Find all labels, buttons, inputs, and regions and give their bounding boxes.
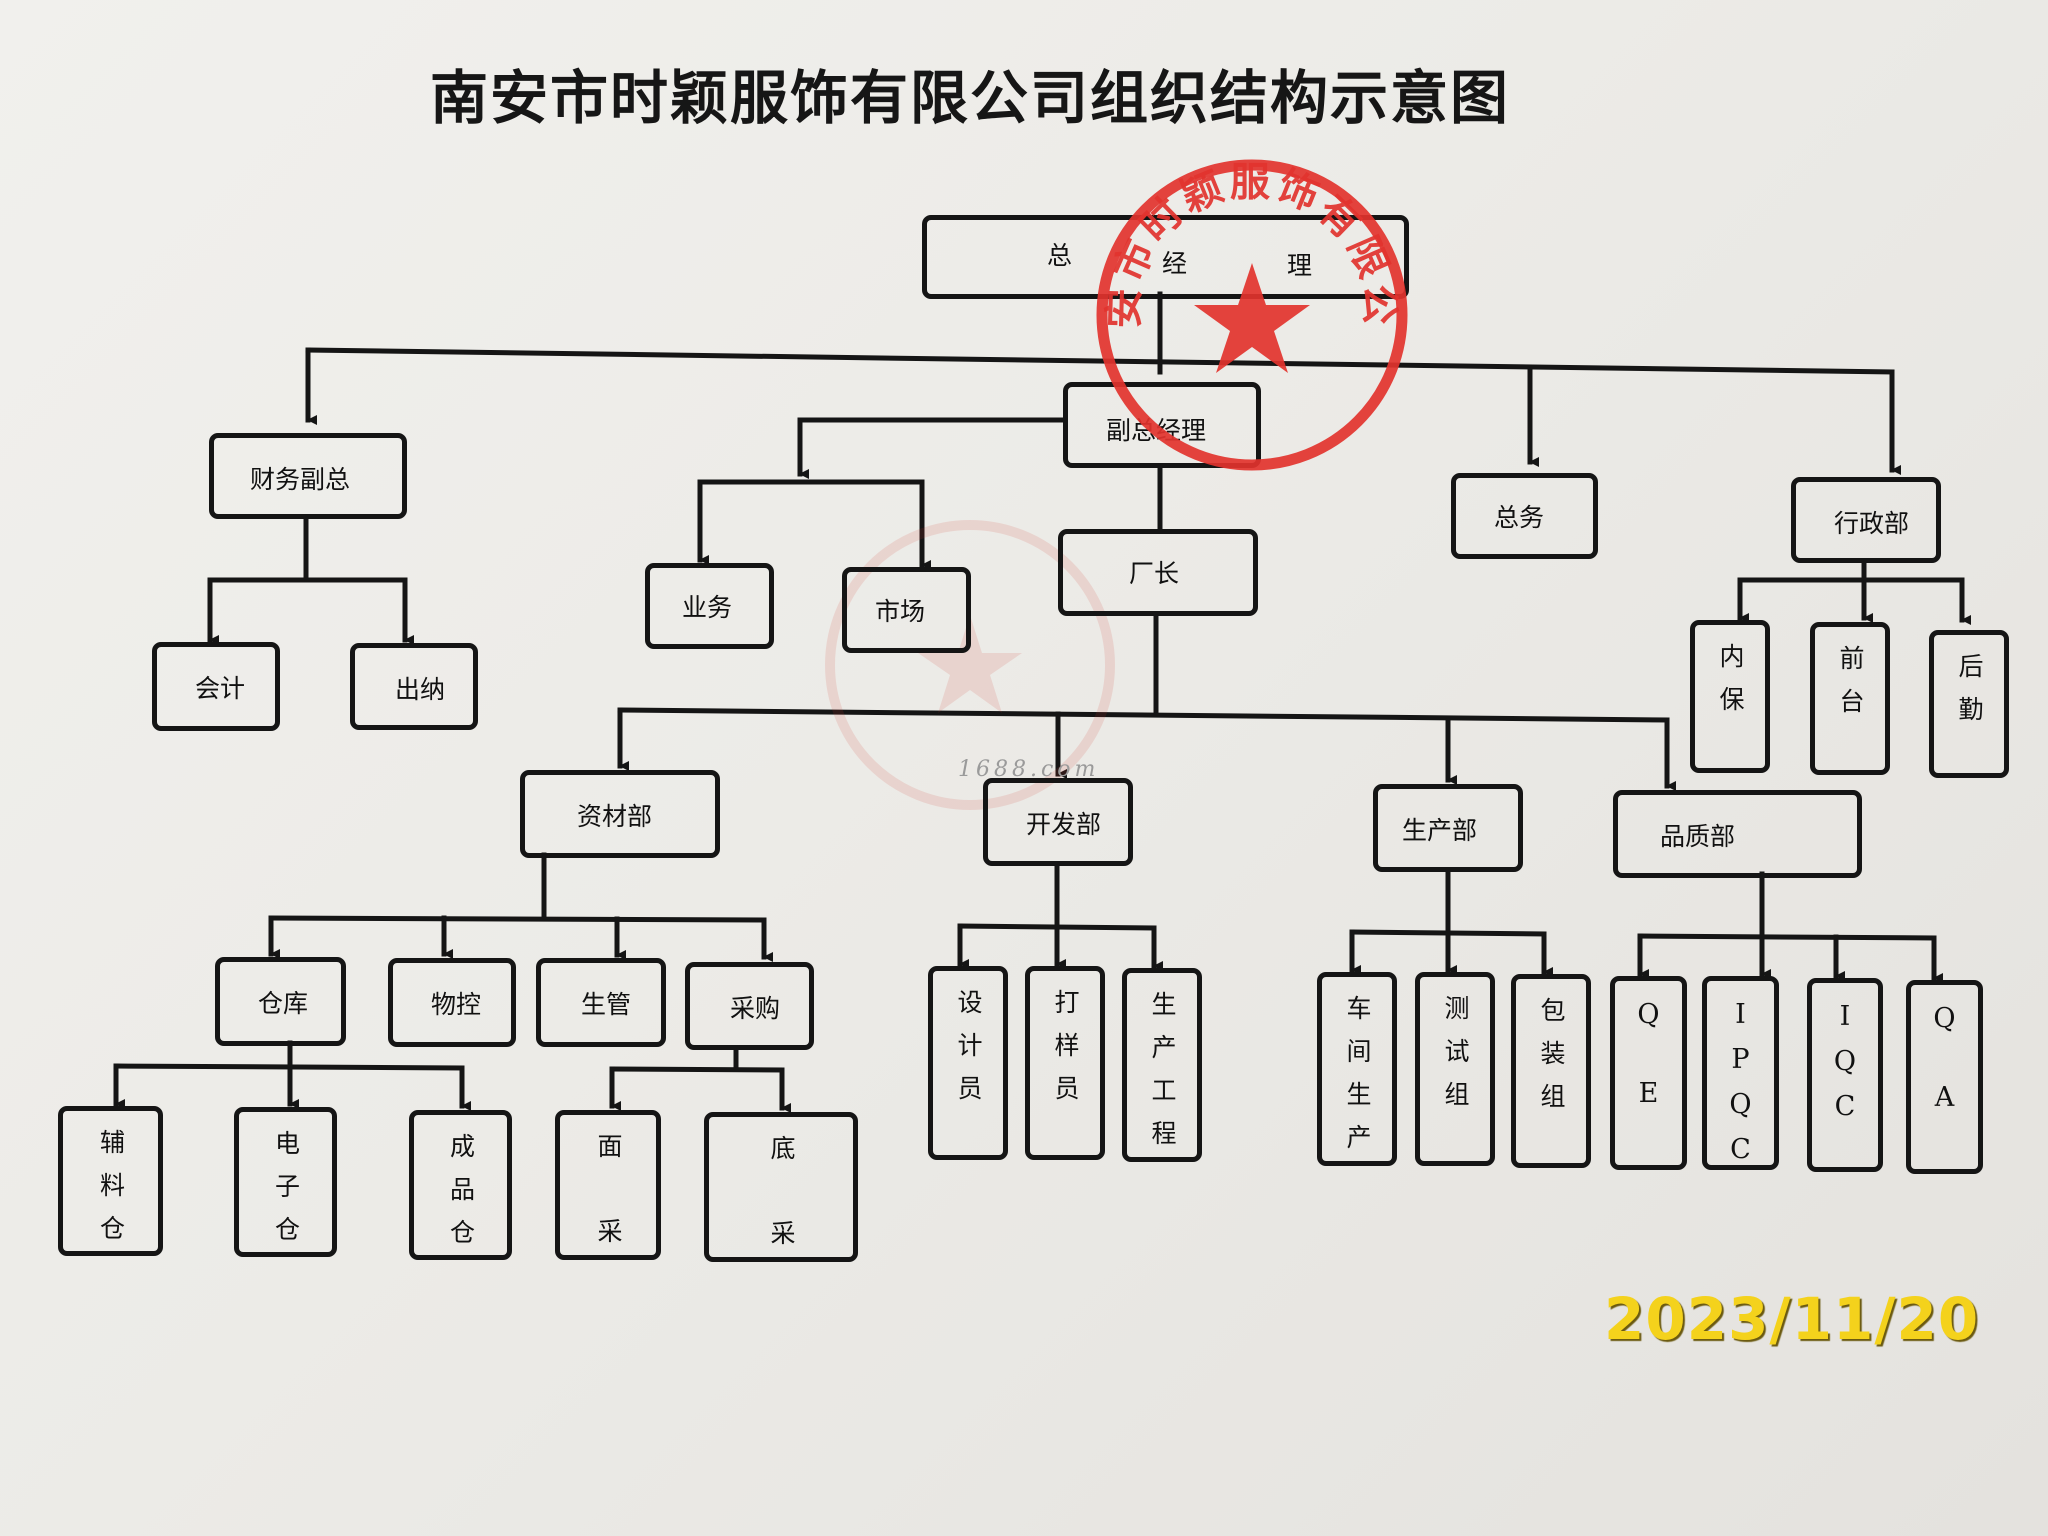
- security-box: 内保: [1690, 620, 1770, 773]
- production-control-box: 生管: [536, 958, 666, 1047]
- gm-char-1: 总: [1047, 241, 1073, 270]
- production-engineering-label: 生产工程: [1148, 991, 1177, 1163]
- general-manager-box: 总 经 理: [922, 215, 1409, 299]
- factory-director-box: 厂长: [1058, 529, 1258, 616]
- iqc-label: IQC: [1829, 1001, 1861, 1136]
- ipqc-box: IPQC: [1702, 976, 1779, 1179]
- accounting-label: 会计: [195, 674, 246, 703]
- page-title: 南安市时颖服饰有限公司组织结构示意图: [430, 64, 1511, 132]
- material-control-box: 物控: [388, 958, 516, 1047]
- security-label: 内保: [1716, 643, 1745, 729]
- electronic-warehouse-label: 电子仓: [271, 1130, 301, 1259]
- finished-warehouse-box: 成品仓: [409, 1110, 512, 1262]
- warehouse-label: 仓库: [258, 989, 309, 1018]
- logistics-box: 后勤: [1929, 630, 2009, 778]
- designer-label: 设计员: [954, 989, 983, 1118]
- finished-warehouse-label: 成品仓: [446, 1133, 476, 1262]
- accessory-warehouse-label: 辅料仓: [96, 1129, 126, 1258]
- materials-dept-box: 资材部: [520, 770, 720, 858]
- logistics-label: 后勤: [1955, 653, 1984, 739]
- vp-finance-box: 财务副总: [209, 433, 407, 519]
- front-desk-label: 前台: [1836, 645, 1865, 731]
- production-engineering-box: 生产工程: [1122, 968, 1202, 1163]
- designer-box: 设计员: [928, 966, 1008, 1160]
- company-seal: 南安市时颖服饰有限公司: [1092, 155, 1408, 471]
- qe-label: QE: [1633, 999, 1664, 1157]
- sample-maker-label: 打样员: [1051, 989, 1080, 1118]
- gm-char-2: 经: [1162, 249, 1188, 278]
- workshop-production-box: 车间生产: [1317, 972, 1397, 1167]
- materials-dept-label: 资材部: [577, 802, 653, 831]
- ipqc-label: IPQC: [1725, 999, 1756, 1179]
- vp-finance-label: 财务副总: [250, 465, 351, 494]
- development-dept-box: 开发部: [983, 778, 1133, 866]
- iqc-box: IQC: [1807, 978, 1883, 1172]
- production-dept-box: 生产部: [1373, 784, 1523, 872]
- upper-purchasing-label: 面采: [594, 1133, 623, 1303]
- packing-team-box: 包装组: [1511, 974, 1591, 1168]
- general-affairs-box: 总务: [1451, 473, 1598, 559]
- testing-team-box: 测试组: [1415, 972, 1495, 1166]
- admin-dept-box: 行政部: [1791, 477, 1941, 563]
- sales-label: 业务: [682, 593, 733, 622]
- qa-label: QA: [1929, 1003, 1960, 1161]
- testing-team-label: 测试组: [1441, 995, 1470, 1124]
- production-control-label: 生管: [581, 990, 632, 1019]
- purchasing-box: 采购: [685, 962, 814, 1050]
- market-label: 市场: [875, 597, 926, 626]
- electronic-warehouse-box: 电子仓: [234, 1107, 337, 1259]
- production-dept-label: 生产部: [1402, 816, 1478, 845]
- cashier-box: 出纳: [350, 643, 478, 730]
- admin-dept-label: 行政部: [1834, 509, 1910, 538]
- quality-dept-box: 品质部: [1613, 790, 1862, 878]
- sole-purchasing-box: 底采: [704, 1112, 858, 1305]
- sales-box: 业务: [645, 563, 774, 649]
- qa-box: QA: [1906, 980, 1983, 1174]
- market-box: 市场: [842, 567, 971, 653]
- accounting-box: 会计: [152, 642, 280, 731]
- sole-purchasing-label: 底采: [767, 1135, 796, 1305]
- faint-stamp-shadow: [825, 520, 1115, 810]
- factory-director-label: 厂长: [1129, 559, 1180, 588]
- sample-maker-box: 打样员: [1025, 966, 1105, 1160]
- purchasing-label: 采购: [730, 994, 781, 1023]
- development-dept-label: 开发部: [1026, 810, 1102, 839]
- workshop-production-label: 车间生产: [1343, 995, 1372, 1167]
- qe-box: QE: [1610, 976, 1687, 1170]
- warehouse-box: 仓库: [215, 957, 346, 1046]
- accessory-warehouse-box: 辅料仓: [58, 1106, 163, 1258]
- upper-purchasing-box: 面采: [555, 1110, 661, 1303]
- date-stamp: 2023/11/20: [1604, 1285, 1980, 1353]
- quality-dept-label: 品质部: [1660, 822, 1736, 851]
- gm-char-3: 理: [1287, 251, 1313, 280]
- cashier-label: 出纳: [395, 675, 446, 704]
- watermark: 1688.com: [958, 757, 1100, 782]
- general-affairs-label: 总务: [1494, 503, 1545, 532]
- front-desk-box: 前台: [1810, 622, 1890, 775]
- packing-team-label: 包装组: [1537, 997, 1566, 1126]
- material-control-label: 物控: [431, 990, 482, 1019]
